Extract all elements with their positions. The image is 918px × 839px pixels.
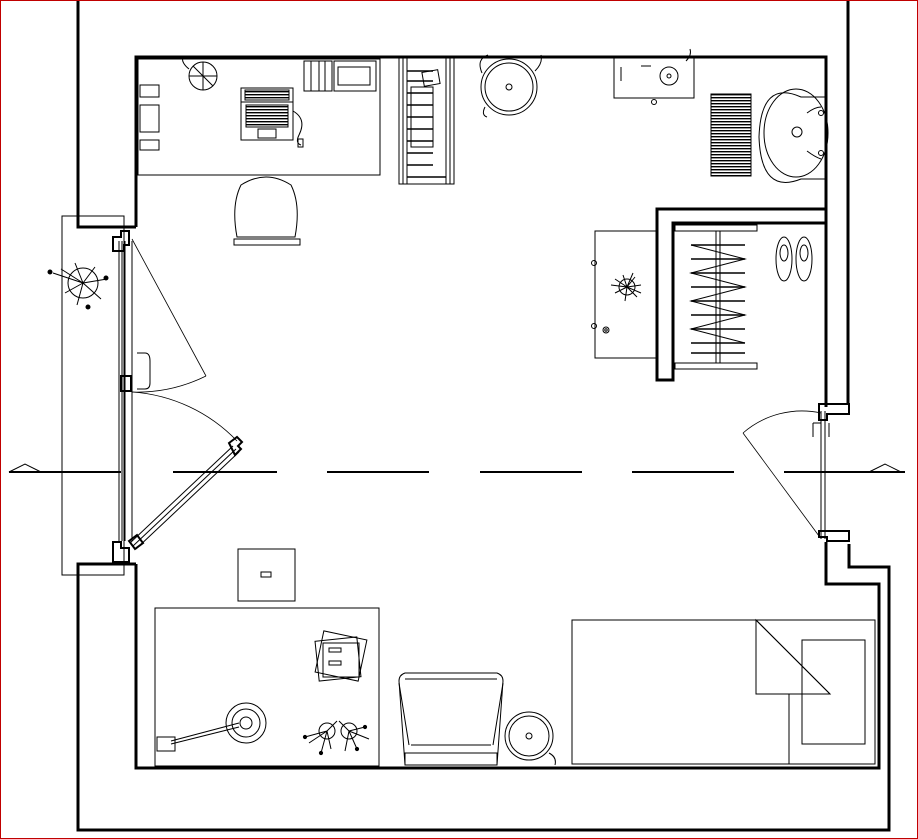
section-arrow-right	[868, 463, 902, 473]
side-table	[504, 711, 556, 766]
round-table	[479, 54, 542, 118]
wardrobe	[591, 224, 758, 370]
ladder	[398, 56, 455, 185]
potted-plant-outside	[47, 262, 109, 310]
office-chair	[233, 176, 301, 246]
entry-door-right	[742, 403, 850, 542]
section-line	[8, 463, 905, 473]
nightstand	[237, 548, 296, 602]
wardrobe-partition	[655, 207, 826, 382]
coffee-table	[154, 607, 380, 767]
cabinet	[613, 48, 695, 105]
outer-wall-lower	[76, 544, 891, 832]
walls	[76, 1, 891, 832]
sink	[758, 88, 829, 183]
armchair	[398, 672, 504, 766]
wardrobe-plant	[610, 272, 642, 302]
magazines	[314, 630, 368, 682]
inner-wall-lower	[134, 542, 881, 770]
potted-plant	[302, 720, 370, 756]
floor-lamp	[156, 702, 267, 752]
shoes	[775, 236, 813, 282]
radiator	[710, 93, 752, 177]
section-arrow-left	[8, 463, 42, 473]
window-door-left	[61, 215, 244, 576]
laptop	[240, 87, 304, 148]
desk	[137, 56, 381, 176]
outer-wall-upper-left	[76, 1, 136, 229]
bed	[571, 618, 876, 765]
inner-wall-top	[134, 55, 828, 407]
